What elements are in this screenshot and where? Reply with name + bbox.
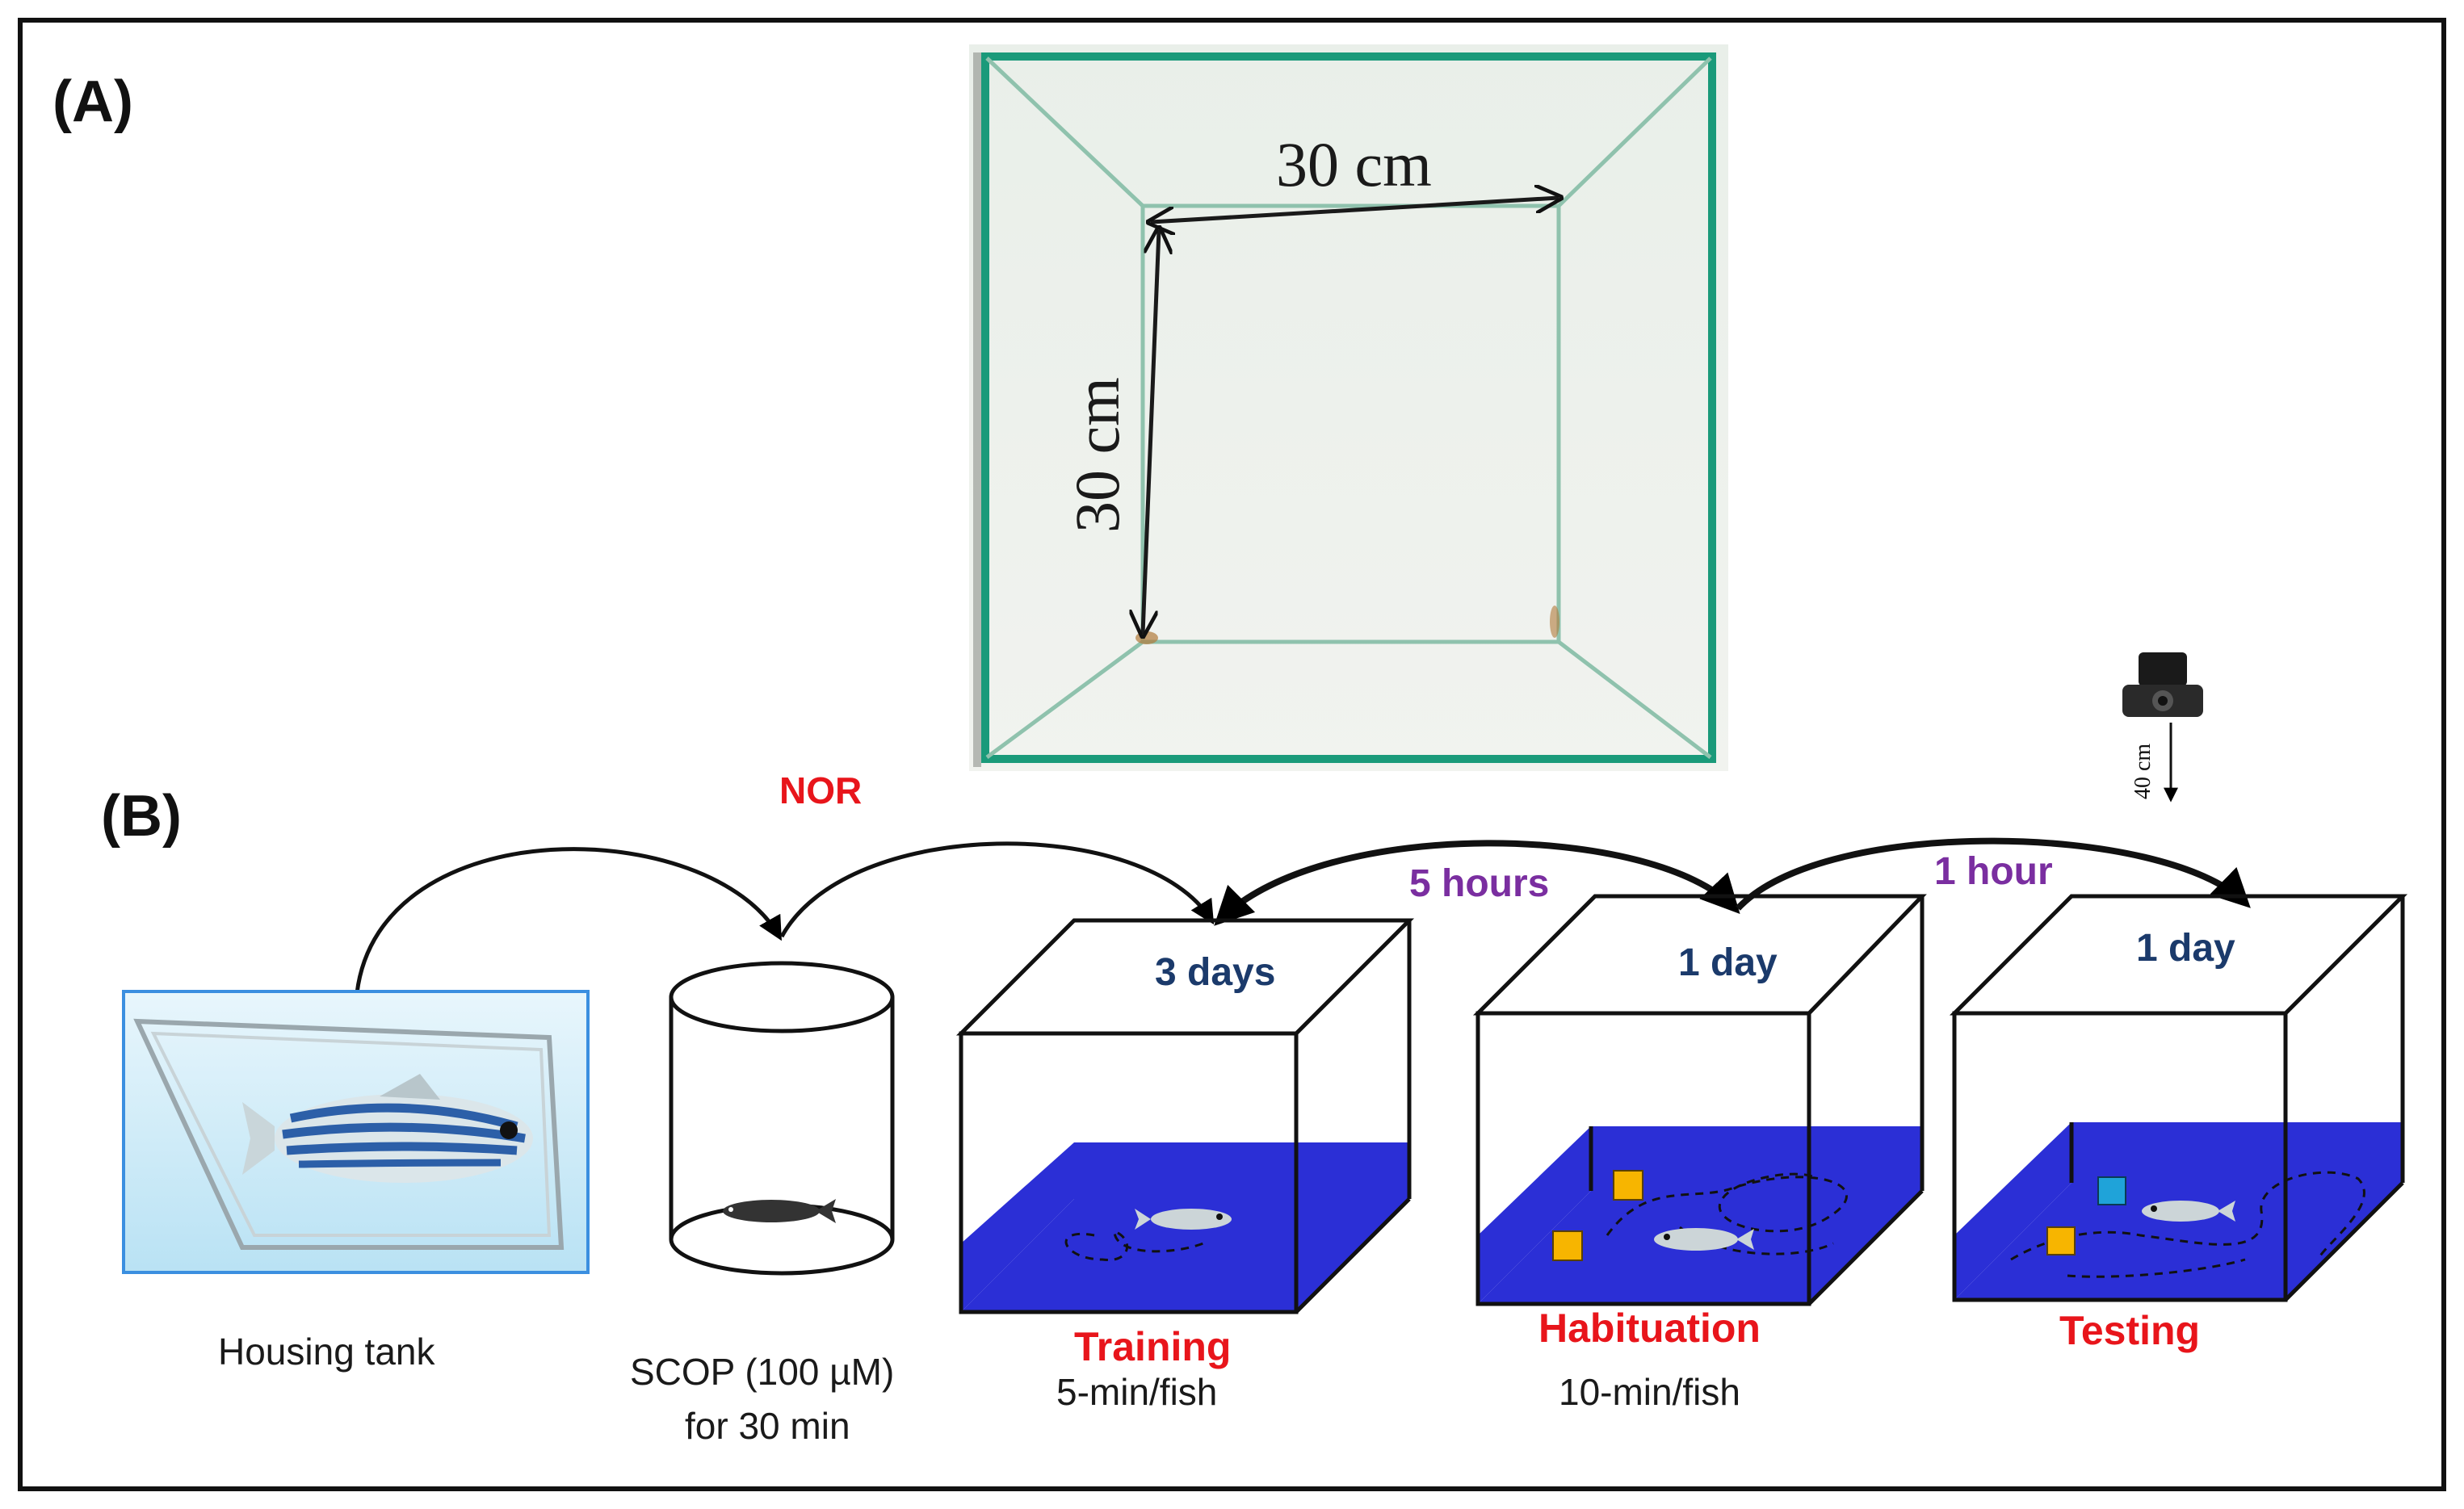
depth-arrow: [1143, 230, 1159, 634]
habituation-phase: Habituation: [1538, 1306, 1761, 1351]
width-label: 30 cm: [1276, 129, 1432, 199]
protocol-title: NOR: [779, 769, 862, 811]
object-yellow: [2046, 1226, 2076, 1255]
camera-distance-label: 40 cm: [2130, 744, 2155, 799]
habituation-duration: 1 day: [1678, 941, 1778, 984]
scop-caption-line1: SCOP (100 µM): [630, 1351, 894, 1393]
arrow-scop-to-training: [779, 841, 1215, 938]
fish-icon: [2142, 1201, 2235, 1222]
interval-1-label: 5 hours: [1409, 862, 1549, 905]
fish-icon: [1135, 1209, 1232, 1230]
scop-beaker: [669, 961, 895, 1276]
camera-icon: 40 cm: [2122, 652, 2203, 803]
object-yellow-1: [1613, 1170, 1643, 1201]
habituation-caption: 10-min/fish: [1559, 1371, 1740, 1413]
training-caption: 5-min/fish: [1056, 1371, 1217, 1413]
arrow-housing-to-scop: [355, 847, 782, 994]
panel-b-label: (B): [101, 784, 182, 849]
training-phase: Training: [1074, 1324, 1231, 1369]
interval-2-label: 1 hour: [1934, 850, 2053, 893]
zebrafish-icon: [242, 1074, 533, 1183]
tank-photo: 30 cm 30 cm: [969, 44, 1728, 771]
testing-duration: 1 day: [2136, 927, 2235, 970]
tank-outer-frame: [981, 52, 1716, 763]
training-duration: 3 days: [1155, 951, 1275, 994]
scop-caption-line2: for 30 min: [685, 1405, 850, 1447]
depth-label: 30 cm: [1062, 377, 1132, 533]
object-blue: [2097, 1176, 2126, 1205]
object-yellow-2: [1552, 1230, 1583, 1261]
training-cube: [955, 918, 1415, 1314]
testing-phase: Testing: [2059, 1308, 2200, 1353]
fish-icon: [1654, 1228, 1754, 1251]
width-arrow: [1151, 198, 1559, 222]
habituation-cube: [1472, 894, 1927, 1306]
housing-caption: Housing tank: [218, 1331, 435, 1373]
housing-tank: [122, 990, 590, 1274]
arrow-habituation-to-testing: [1736, 837, 2251, 911]
fish-icon: [723, 1199, 836, 1223]
arrow-training-to-habituation: [1214, 840, 1740, 926]
panel-a-label: (A): [52, 69, 133, 134]
testing-cube: [1949, 894, 2408, 1302]
